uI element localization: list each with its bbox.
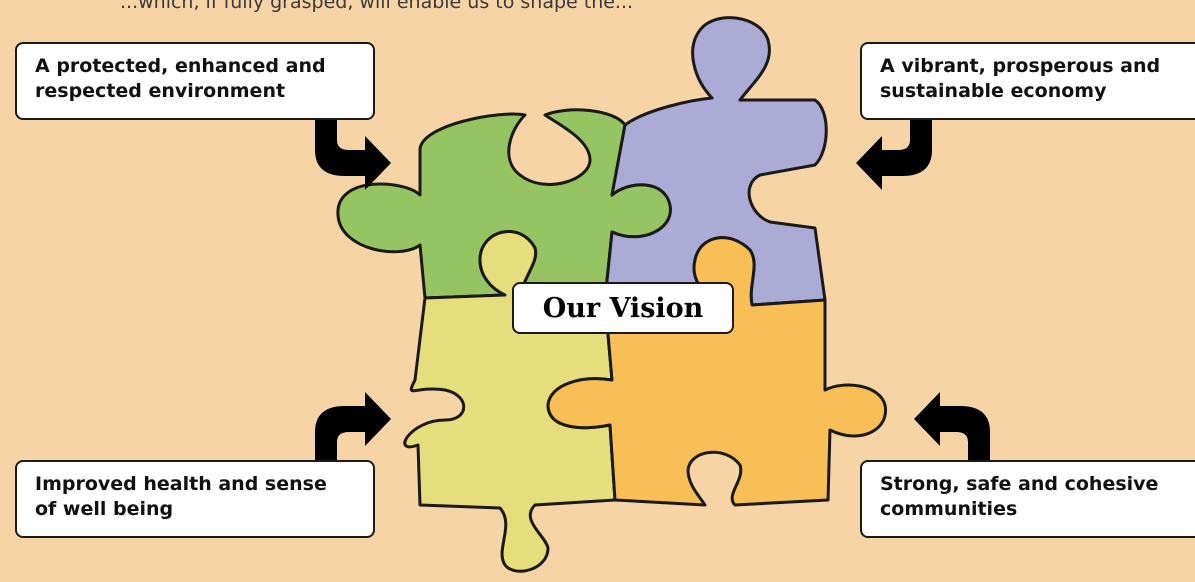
callout-communities-line1: Strong, safe and cohesive [880,473,1159,495]
puzzle-piece-purple [603,16,828,307]
callout-economy: A vibrant, prosperous and sustainable ec… [860,42,1195,120]
callout-communities-line2: communities [880,498,1018,520]
arrow-bottom-left [315,392,391,462]
arrow-top-left [315,120,391,190]
callout-health-line2: of well being [35,498,174,520]
arrow-top-right [856,120,932,190]
callout-environment: A protected, enhanced and respected envi… [15,42,375,120]
our-vision-label: Our Vision [512,282,734,334]
arrow-bottom-right [914,392,990,462]
callout-economy-line2: sustainable economy [880,80,1107,102]
callout-economy-line1: A vibrant, prosperous and [880,55,1161,77]
callout-environment-line2: respected environment [35,80,286,102]
top-cropped-text: ...which, if fully grasped, will enable … [120,0,634,13]
callout-health-line1: Improved health and sense [35,473,327,495]
callout-communities: Strong, safe and cohesive communities [860,460,1195,538]
callout-environment-line1: A protected, enhanced and [35,55,326,77]
callout-health: Improved health and sense of well being [15,460,375,538]
